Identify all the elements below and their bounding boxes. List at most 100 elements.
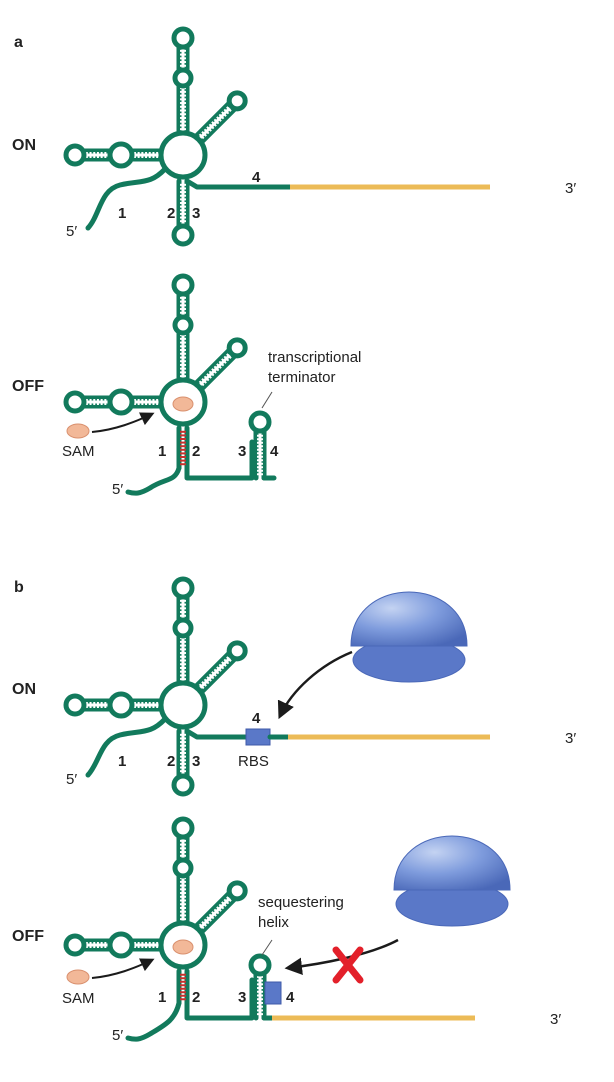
a-off-linker — [184, 439, 255, 481]
b-on-ribosome-arrow — [277, 650, 353, 720]
a-off-sam-label: SAM — [62, 443, 95, 460]
a-off-seg3: 3 — [238, 443, 246, 460]
a-on-top-internal-loop — [172, 67, 194, 89]
a-off-terminator-label-2: terminator — [268, 369, 336, 386]
b-off-linker — [184, 977, 255, 1021]
b-on-seg4: 4 — [252, 710, 261, 727]
a-on-seg2: 2 — [167, 205, 175, 222]
b-on-stem-2-3-loop — [171, 773, 195, 797]
b-on-seg2: 2 — [167, 753, 175, 770]
a-off-terminator-leader — [261, 391, 273, 409]
b-off-left-hairpin-loop — [63, 933, 87, 957]
panel-a-on-state-label: ON — [12, 137, 36, 154]
b-off-stem-1-2-pairs — [180, 973, 186, 1001]
b-off-five-prime-tail — [125, 1000, 182, 1042]
panel-a-label: a — [14, 34, 23, 51]
a-on-diag-stem — [193, 90, 248, 145]
b-off-rbs-box — [264, 981, 282, 1005]
a-on-left-hairpin-loop — [63, 143, 87, 167]
b-on-five-prime-label: 5′ — [66, 771, 77, 788]
b-on-seg1: 1 — [118, 753, 126, 770]
panel-b-on-state-label: ON — [12, 681, 36, 698]
panel-a-off-state-label: OFF — [12, 378, 44, 395]
a-off-terminator-stem-pairs — [257, 434, 263, 476]
b-off-helix-leader — [261, 939, 273, 956]
a-off-seg1: 1 — [158, 443, 166, 460]
b-off-helix-label-1: sequestering — [258, 894, 344, 911]
b-off-seg4: 4 — [286, 989, 295, 1006]
b-off-bound-sam — [172, 939, 194, 955]
a-off-diag-stem-pairs — [198, 353, 232, 387]
b-off-top-hairpin-loop — [171, 816, 195, 840]
a-off-aptamer — [63, 273, 248, 427]
a-off-diag-stem — [193, 337, 248, 392]
b-on-diag-stem-loop — [226, 640, 248, 662]
a-off-free-sam — [66, 423, 90, 439]
a-off-terminator-loop — [248, 410, 272, 434]
panel-b-off-state-label: OFF — [12, 928, 44, 945]
b-off-ribosome — [393, 835, 511, 927]
b-off-seg1: 1 — [158, 989, 166, 1006]
b-on-junction-loop — [158, 680, 208, 730]
b-on-left-internal-loop — [107, 691, 135, 719]
b-off-sam-arrow — [91, 958, 155, 979]
b-on-top-internal-loop — [172, 617, 194, 639]
b-on-diag-stem-strand-top — [193, 651, 232, 689]
b-off-seg2: 2 — [192, 989, 200, 1006]
a-on-three-prime-label: 3′ — [565, 180, 576, 197]
a-on-five-prime-tail — [85, 166, 168, 231]
b-on-seg3: 3 — [192, 753, 200, 770]
b-off-seg3: 3 — [238, 989, 246, 1006]
a-off-seg4: 4 — [270, 443, 279, 460]
a-on-diag-stem-strand-bottom — [199, 106, 237, 145]
b-on-rbs-box — [245, 728, 271, 746]
b-on-aptamer — [63, 576, 248, 730]
a-on-aptamer — [63, 26, 248, 180]
b-on-top-hairpin-loop — [171, 576, 195, 600]
b-on-diag-stem — [193, 640, 248, 695]
b-off-helix-label-2: helix — [258, 914, 289, 931]
b-off-sam-label: SAM — [62, 990, 95, 1007]
a-on-stem-2-3-pairs — [180, 183, 186, 223]
a-on-diag-stem-strand-top — [193, 101, 232, 139]
b-off-top-internal-loop — [172, 857, 194, 879]
b-on-stem-2-3-pairs — [180, 733, 186, 773]
a-on-diag-stem-pairs — [198, 106, 232, 140]
a-off-bound-sam — [172, 396, 194, 412]
b-off-five-prime-label: 5′ — [112, 1027, 123, 1044]
b-on-ribosome-large-subunit — [350, 591, 468, 647]
a-on-left-internal-loop — [107, 141, 135, 169]
b-on-rbs-label: RBS — [238, 753, 269, 770]
a-on-five-prime-label: 5′ — [66, 223, 77, 240]
a-off-terminator-label-1: transcriptional — [268, 349, 361, 366]
a-on-junction-loop — [158, 130, 208, 180]
a-off-diag-stem-strand-top — [193, 348, 232, 386]
b-off-diag-stem-loop — [226, 880, 248, 902]
b-off-diag-stem-pairs — [198, 896, 232, 930]
b-on-left-hairpin-loop — [63, 693, 87, 717]
panel-b-label: b — [14, 579, 24, 596]
a-off-diag-stem-loop — [226, 337, 248, 359]
a-off-top-hairpin-loop — [171, 273, 195, 297]
b-off-diag-stem-strand-bottom — [199, 896, 237, 935]
a-off-five-prime-tail — [125, 465, 182, 496]
a-on-diag-stem-loop — [226, 90, 248, 112]
b-on-linker — [184, 728, 249, 740]
b-off-three-prime-label: 3′ — [550, 1011, 561, 1028]
b-off-block-cross — [332, 946, 364, 984]
b-off-sequestering-loop — [248, 953, 272, 977]
a-on-stem-2-3-loop — [171, 223, 195, 247]
b-on-diag-stem-pairs — [198, 656, 232, 690]
a-off-five-prime-label: 5′ — [112, 481, 123, 498]
a-on-seg1: 1 — [118, 205, 126, 222]
panel-a: aON 5′ 3′ 1 2 3 4 OFF transcriptional terminatorS… — [12, 26, 576, 498]
b-off-left-internal-loop — [107, 931, 135, 959]
b-off-ribosome-large-subunit — [393, 835, 511, 891]
a-off-sam-arrow — [91, 412, 155, 433]
b-off-diag-stem — [193, 880, 248, 935]
a-on-top-hairpin-loop — [171, 26, 195, 50]
